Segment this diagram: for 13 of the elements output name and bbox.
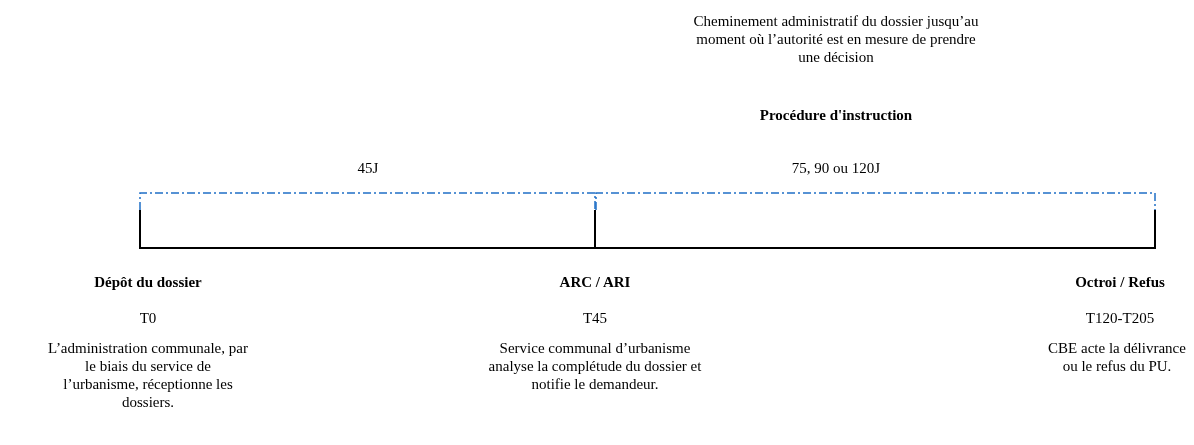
milestone-title: Octroi / Refus [1074, 273, 1166, 291]
duration-label: 45J [356, 159, 380, 177]
time-label: T120-T205 [1084, 309, 1156, 327]
time-label: T45 [581, 309, 609, 327]
description-text: Cheminement administratif du dossier jusqu’au moment où l’autorité est en mesure de prendre une décision [692, 12, 980, 66]
duration-label: 75, 90 ou 120J [790, 159, 882, 177]
milestone-title: ARC / ARI [558, 273, 632, 291]
description-text: L’administration communale, par le biais du service de l’urbanisme, réceptionne les dossiers. [48, 339, 248, 411]
time-label: T0 [138, 309, 158, 327]
milestone-title: Dépôt du dossier [93, 273, 203, 291]
description-text: Service communal d’urbanisme analyse la complétude du dossier et notifie le demandeur. [487, 339, 703, 393]
phase-title: Procédure d'instruction [758, 106, 914, 124]
description-text: CBE acte la délivrance ou le refus du PU. [1047, 339, 1187, 375]
